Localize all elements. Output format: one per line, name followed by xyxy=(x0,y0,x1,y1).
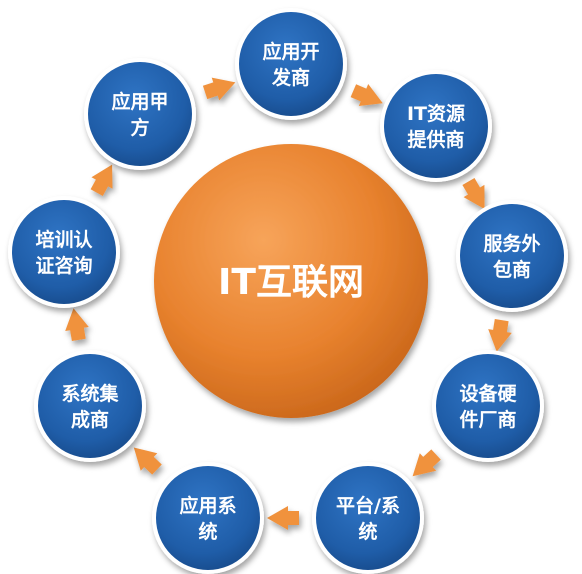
node-label-line: 发商 xyxy=(271,66,310,89)
node-label-line: 平台/系 xyxy=(336,494,400,517)
node-label-line: 应用甲 xyxy=(111,90,168,113)
flow-arrow xyxy=(90,164,113,196)
node-label-line: 系统集 xyxy=(61,382,119,405)
flow-arrow xyxy=(462,178,485,210)
node-label-line: 成商 xyxy=(71,408,109,431)
node-circle xyxy=(316,466,420,570)
node-label-line: 应用系 xyxy=(179,494,236,517)
flow-arrow xyxy=(65,308,89,341)
node-circle xyxy=(239,12,343,116)
node-label-line: 包商 xyxy=(493,258,531,281)
nodes-layer: 应用开发商IT资源提供商服务外包商设备硬件厂商平台/系统应用系统系统集成商培训认… xyxy=(8,8,568,574)
node-platform-system: 平台/系统 xyxy=(312,462,424,574)
node-label-line: 方 xyxy=(130,116,149,139)
node-label-line: 件厂商 xyxy=(459,408,516,431)
center-label: IT互联网 xyxy=(218,262,364,303)
center-circle: IT互联网 xyxy=(154,144,428,418)
node-label-line: 提供商 xyxy=(407,128,464,151)
arrows-layer xyxy=(65,77,512,530)
center-circle-shape xyxy=(154,144,428,418)
node-label-line: 服务外 xyxy=(483,232,540,255)
node-label-line: 应用开 xyxy=(262,40,319,63)
node-circle xyxy=(384,74,488,178)
node-circle xyxy=(38,354,142,458)
node-circle xyxy=(88,62,192,166)
node-circle xyxy=(156,466,260,570)
node-label-line: IT资源 xyxy=(407,102,465,125)
flow-arrow xyxy=(267,506,299,530)
node-label-line: 统 xyxy=(358,520,377,543)
flow-arrow xyxy=(412,449,441,477)
flow-arrow xyxy=(202,77,236,101)
node-label-line: 统 xyxy=(198,520,217,543)
flow-arrow xyxy=(488,319,512,352)
node-circle xyxy=(460,204,564,308)
node-label-line: 设备硬 xyxy=(459,382,517,405)
flow-arrow xyxy=(350,84,383,106)
node-label-line: 培训认 xyxy=(35,228,92,251)
node-label-line: 证咨询 xyxy=(35,254,92,277)
flow-arrow xyxy=(133,447,162,475)
node-circle xyxy=(12,200,116,304)
node-circle xyxy=(436,354,540,458)
